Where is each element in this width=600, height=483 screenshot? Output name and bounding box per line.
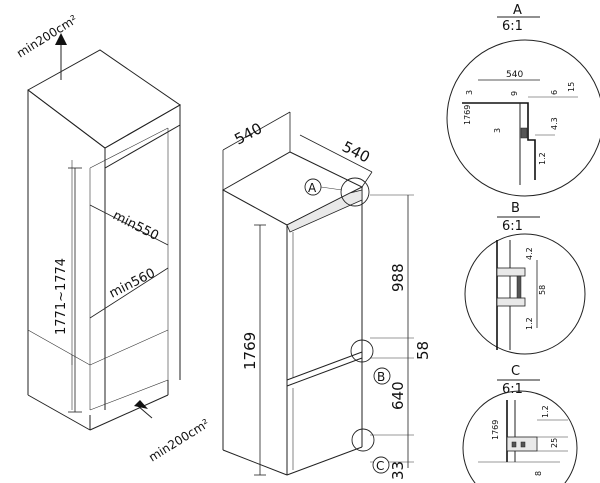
- detail-a-d3-bottom: 3: [493, 128, 502, 133]
- callout-a-label: A: [308, 181, 317, 195]
- appliance-section-dimensions: 988 58 640 33: [370, 194, 432, 480]
- detail-b-d58: 58: [538, 285, 547, 295]
- niche-height-dimension: 1771~1774: [54, 167, 82, 413]
- niche-depth-dimension: min550: [89, 204, 169, 246]
- mid-gap-label: 58: [414, 341, 432, 360]
- bottom-offset-label: 33: [389, 461, 407, 480]
- callout-c: C: [351, 428, 390, 474]
- detail-b-d4-2: 4.2: [525, 247, 534, 260]
- detail-c-scale: 6:1: [502, 382, 523, 397]
- detail-a-d6: 6: [550, 90, 559, 95]
- detail-b: B 6:1 4.2 58 1.2: [464, 201, 586, 355]
- appliance-width-label: 540: [231, 119, 265, 148]
- lower-section-label: 640: [389, 381, 407, 410]
- callout-a: A: [304, 177, 370, 207]
- detail-a-d3-top: 3: [465, 90, 474, 95]
- ventilation-top-arrow: min200cm²: [14, 12, 80, 80]
- ventilation-top-label: min200cm²: [14, 12, 80, 60]
- detail-c: C 6:1 1769 1.2 25 8: [462, 364, 578, 483]
- niche-depth-label: min550: [110, 208, 161, 244]
- detail-a: A 6:1 540 3 9 6 15 1769 3 4.3 1.2: [446, 3, 600, 197]
- callout-c-label: C: [376, 459, 384, 473]
- appliance-depth-label: 540: [339, 138, 373, 167]
- appliance-height-dimension: 1769: [241, 224, 266, 476]
- niche-width-label: min560: [107, 266, 158, 302]
- detail-b-title: B: [511, 201, 520, 216]
- detail-a-d15: 15: [567, 82, 576, 92]
- detail-a-width: 540: [506, 70, 523, 80]
- niche-height-label: 1771~1774: [54, 258, 69, 335]
- detail-b-scale: 6:1: [502, 219, 523, 234]
- detail-c-height: 1769: [491, 420, 500, 440]
- detail-a-d9: 9: [510, 91, 519, 96]
- detail-b-d1-2: 1.2: [525, 317, 534, 330]
- detail-a-title: A: [513, 3, 522, 18]
- appliance-height-label: 1769: [241, 332, 259, 370]
- detail-c-d1-2: 1.2: [541, 405, 550, 418]
- niche-width-dimension: min560: [89, 266, 169, 319]
- detail-c-d8: 8: [534, 471, 543, 476]
- callout-b-label: B: [377, 370, 385, 384]
- niche-cabinet: [27, 49, 181, 431]
- detail-c-title: C: [511, 364, 520, 379]
- ventilation-bottom-arrow: min200cm²: [134, 400, 212, 465]
- appliance-width-dimension: 540: [222, 111, 291, 190]
- detail-a-d1-2: 1.2: [538, 152, 547, 165]
- detail-a-scale: 6:1: [502, 19, 523, 34]
- detail-c-d25: 25: [550, 438, 559, 448]
- detail-a-height: 1769: [463, 105, 472, 125]
- upper-section-label: 988: [389, 263, 407, 292]
- detail-a-d4-3: 4.3: [550, 117, 559, 130]
- appliance-body: [221, 151, 364, 476]
- ventilation-bottom-label: min200cm²: [146, 416, 212, 464]
- callout-b: B: [350, 339, 391, 385]
